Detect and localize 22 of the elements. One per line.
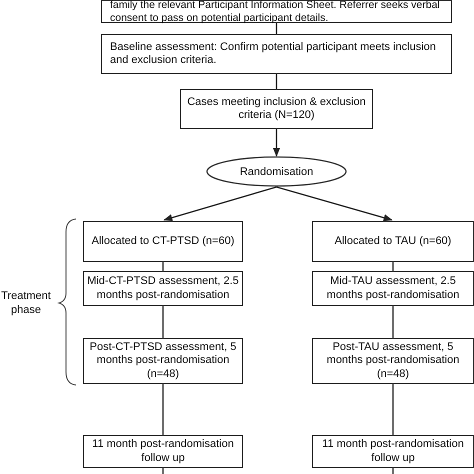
process-box: Mid-TAU assessment, 2.5 months post-randomisation	[312, 271, 474, 306]
connector-line	[392, 384, 394, 435]
connector-line	[392, 306, 394, 338]
process-box: family the relevant Participant Information Sheet. Referrer seeks verbal consent to pass on potential participant details.	[101, 0, 452, 23]
process-box: Baseline assessment: Confirm potential participant meets inclusion and exclusion criteria.	[101, 34, 452, 74]
arrow	[272, 129, 280, 157]
connector-line	[276, 23, 278, 34]
phase-label: Treatment phase	[0, 290, 52, 318]
process-box: Cases meeting inclusion & exclusion criteria (N=120)	[180, 89, 373, 129]
process-box: 11 month post-randomisation follow up	[312, 435, 474, 468]
arrow	[163, 186, 277, 222]
process-box: 11 month post-randomisation follow up	[83, 435, 243, 468]
process-box: Allocated to CT-PTSD (n=60)	[83, 221, 243, 262]
arrow	[276, 186, 393, 222]
process-box: Post-CT-PTSD assessment, 5 months post-randomisation (n=48)	[83, 338, 243, 384]
connector-line	[276, 74, 278, 89]
connector-line	[162, 384, 164, 435]
connector-line	[162, 306, 164, 338]
process-box: Mid-CT-PTSD assessment, 2.5 months post-randomisation	[83, 271, 243, 306]
process-box: Post-TAU assessment, 5 months post-randomisation (n=48)	[312, 338, 474, 384]
ellipse-label: Randomisation	[240, 166, 314, 178]
process-box: Allocated to TAU (n=60)	[312, 221, 474, 262]
